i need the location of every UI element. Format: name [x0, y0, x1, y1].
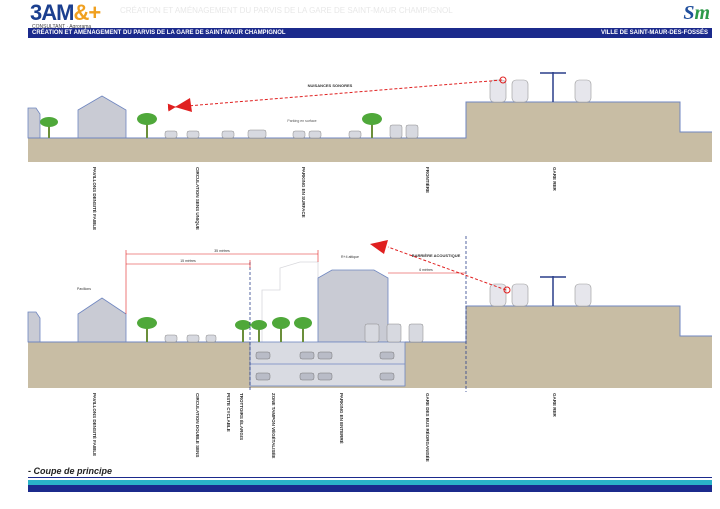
- section2-diagram: 35 mètres 15 mètres 6 mètres Pavillons R…: [27, 236, 712, 462]
- noise-arrowhead: [370, 240, 388, 254]
- logo-main-text: 3AM: [30, 0, 74, 25]
- label-piste-cyclable: PISTE CYCLABLE: [226, 393, 231, 432]
- car-icon: [379, 372, 395, 381]
- pavilion-house: [77, 297, 127, 343]
- car-icon: [186, 334, 200, 343]
- street-lamp-icon: [540, 276, 566, 306]
- noise-label: NUISANCES SONORES: [308, 83, 353, 88]
- label-pavillons: PAVILLONS DENSITÉ FAIBLE: [92, 393, 99, 456]
- car-icon: [389, 124, 403, 139]
- tree-icon: [137, 317, 157, 342]
- tree-icon: [137, 113, 157, 138]
- car-icon: [405, 124, 419, 139]
- tree-icon: [294, 317, 312, 342]
- car-icon: [247, 129, 267, 139]
- building-note: R+4 attique: [341, 255, 359, 259]
- car-icon: [308, 130, 322, 139]
- street-lamp-icon: [540, 72, 566, 102]
- train-icon: [511, 79, 529, 103]
- label-trottoirs: TROTTOIRS ÉLARGIS: [239, 393, 246, 440]
- car-icon: [348, 130, 362, 139]
- label-gare-bus: GARE DES BUS RÉORGANISÉE: [425, 393, 432, 462]
- train-icon: [574, 283, 592, 307]
- ghost-title: CRÉATION ET AMÉNAGEMENT DU PARVIS DE LA …: [120, 6, 453, 15]
- footer-rule: [28, 477, 712, 478]
- tree-icon: [272, 317, 290, 342]
- label-parking-enterre: PARKING EN ENTERRÉ: [339, 393, 346, 444]
- ground-terrain: [28, 102, 712, 162]
- pavilion-edge: [27, 311, 41, 343]
- logo-plus-text: &+: [73, 0, 101, 25]
- tree-icon: [251, 320, 267, 342]
- client-name: VILLE DE SAINT-MAUR-DES-FOSSÉS: [600, 30, 708, 36]
- header-bar: CRÉATION ET AMÉNAGEMENT DU PARVIS DE LA …: [28, 28, 712, 38]
- train-icon: [489, 79, 507, 103]
- car-icon: [255, 351, 271, 360]
- label-frontiere: FRONTIÈRE: [425, 167, 432, 193]
- dim-top-label: 35 mètres: [214, 249, 230, 253]
- train-icon: [574, 79, 592, 103]
- tree-icon: [362, 113, 382, 138]
- dim-right-label: 6 mètres: [419, 268, 433, 272]
- footer-band-cyan: [28, 480, 712, 485]
- noise-source-icon: [499, 76, 507, 84]
- train-icon: [489, 283, 507, 307]
- car-icon: [299, 372, 315, 381]
- bus-icon: [408, 323, 424, 343]
- car-icon: [221, 130, 235, 139]
- car-icon: [317, 351, 333, 360]
- car-icon: [255, 372, 271, 381]
- car-icon: [299, 351, 315, 360]
- brand-letter-m: m: [694, 2, 710, 24]
- firm-logo: 3AM&+ CONSULTANT · Agrorama: [30, 0, 101, 31]
- pavilion-edge: [27, 107, 41, 139]
- car-icon: [164, 334, 178, 343]
- noise-source-icon: [503, 286, 511, 294]
- pavilion-house: [77, 95, 127, 139]
- project-title: CRÉATION ET AMÉNAGEMENT DU PARVIS DE LA …: [32, 30, 286, 36]
- ghost-building-outline: [261, 261, 319, 342]
- bus-icon: [364, 323, 380, 343]
- tree-icon: [40, 117, 58, 138]
- dimension-lines: [125, 250, 466, 314]
- label-circulation-double: CIRCULATION DOUBLE SENS: [195, 393, 200, 457]
- logo-subtitle: CONSULTANT · Agrorama: [32, 24, 92, 30]
- footer-band-navy: [28, 485, 712, 492]
- parking-note: Parking en surface: [287, 119, 316, 123]
- car-icon: [205, 334, 217, 343]
- car-icon: [317, 372, 333, 381]
- car-icon: [164, 130, 178, 139]
- label-circulation: CIRCULATION SENS UNIQUE: [195, 167, 200, 230]
- label-gare-rer: GARE RER: [552, 167, 557, 192]
- caption: - Coupe de principe: [28, 466, 113, 476]
- pavilion-note: Pavillons: [77, 287, 91, 291]
- ground-terrain: [28, 306, 712, 388]
- bus-icon: [386, 323, 402, 343]
- train-icon: [511, 283, 529, 307]
- noise-arrow: [387, 246, 507, 291]
- car-icon: [292, 130, 306, 139]
- label-pavillons: PAVILLONS DENSITÉ FAIBLE: [92, 167, 99, 230]
- label-parking-surface: PARKING EN SURFACE: [301, 167, 306, 218]
- barrier-label: BARRIÈRE ACOUSTIQUE: [412, 253, 461, 258]
- label-gare-rer: GARE RER: [552, 393, 557, 418]
- brand-letter-s: S: [683, 2, 695, 24]
- car-icon: [379, 351, 395, 360]
- dim-mid-label: 15 mètres: [180, 259, 196, 263]
- noise-arrowhead: [175, 98, 192, 112]
- car-icon: [186, 130, 200, 139]
- label-zone-tampon: ZONE TAMPON VÉGÉTALISÉE: [271, 393, 278, 458]
- section1-diagram: NUISANCES SONORES Parking en surface PAV…: [27, 72, 712, 230]
- tree-icon: [235, 320, 251, 342]
- client-logo: Sm: [683, 2, 710, 25]
